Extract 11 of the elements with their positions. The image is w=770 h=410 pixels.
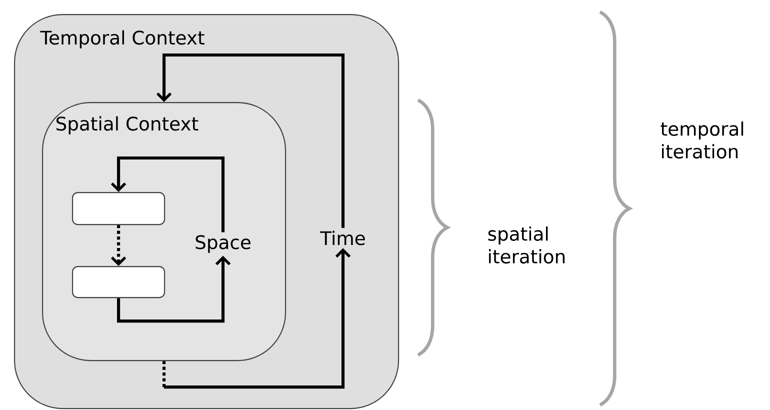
empty-box <box>72 192 166 226</box>
arrow <box>156 53 345 228</box>
brace-label: temporal iteration <box>660 121 744 159</box>
arrow <box>110 225 126 266</box>
arrow <box>117 256 231 323</box>
brace-label: spatial iteration <box>488 226 565 264</box>
node-label: Space <box>196 235 250 253</box>
arrow <box>162 248 351 389</box>
empty-box <box>72 266 166 298</box>
arrow <box>110 156 225 232</box>
node-label: Time <box>320 230 365 246</box>
